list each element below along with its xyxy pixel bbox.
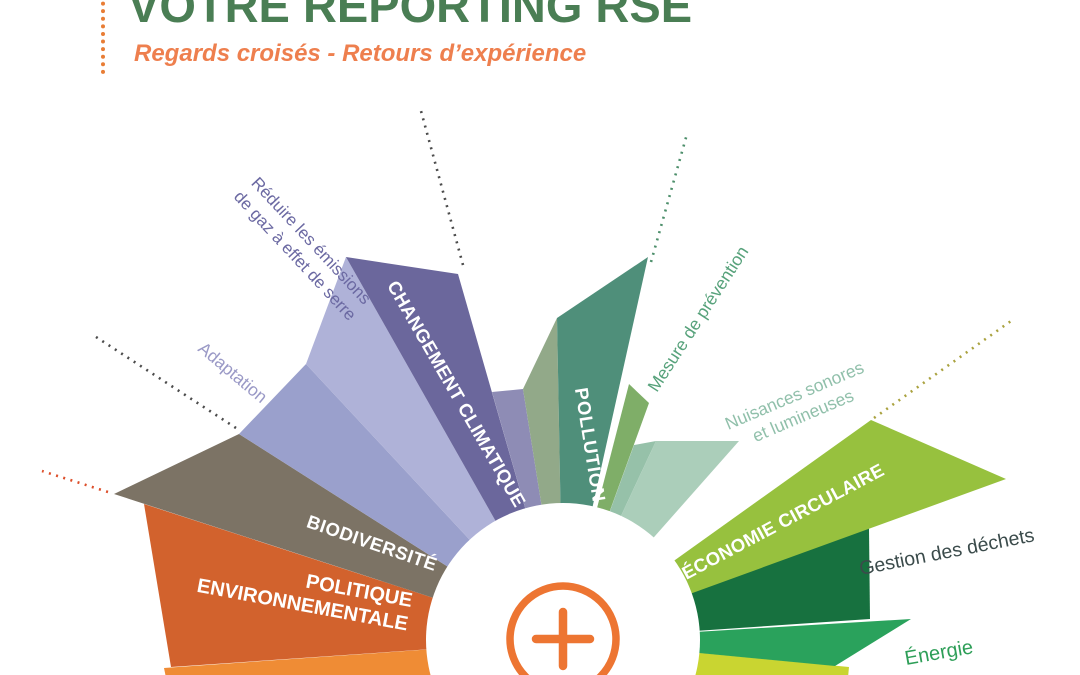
dotted-rule xyxy=(101,0,105,74)
page-title: VOTRE REPORTING RSE xyxy=(128,0,693,32)
segment-energie xyxy=(563,619,911,666)
page-subtitle: Regards croisés - Retours d’expérience xyxy=(134,40,587,67)
caption-energie: Énergie xyxy=(903,635,975,670)
caption-gestion-dechets: Gestion des déchets xyxy=(857,524,1036,580)
plus-icon xyxy=(531,607,595,671)
svg-text:Réduire les émissions: Réduire les émissions xyxy=(247,173,374,308)
economie-circulaire-leader-line xyxy=(873,319,1012,420)
caption-mesure-prevention: Mesure de prévention xyxy=(643,242,752,395)
svg-text:de gaz à effet de serre: de gaz à effet de serre xyxy=(230,187,360,324)
plus-ring xyxy=(506,582,620,675)
plus-button[interactable] xyxy=(506,582,620,675)
biodiversite-leader-line xyxy=(41,469,109,494)
pollution-leader-line xyxy=(649,133,689,263)
changement-climatique-leader-line xyxy=(419,110,465,266)
caption-adaptation: Adaptation xyxy=(194,338,271,407)
leader-lines xyxy=(41,110,1012,494)
